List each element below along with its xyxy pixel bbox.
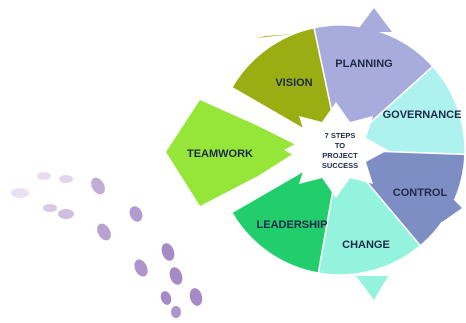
center-text-block: 7 STEPS TO PROJECT SUCCESS bbox=[322, 131, 358, 170]
teamwork-shape bbox=[166, 100, 302, 206]
footprint-icon bbox=[161, 243, 175, 261]
arrow-down-icon bbox=[356, 276, 388, 300]
footprint-icon bbox=[160, 291, 172, 305]
step-label-control: CONTROL bbox=[393, 187, 448, 199]
footprints bbox=[11, 172, 203, 318]
footprint-icon bbox=[37, 172, 51, 180]
center-text-line-2: TO bbox=[335, 141, 345, 150]
footprint-icon bbox=[169, 267, 183, 285]
footprint-icon bbox=[59, 175, 73, 183]
footprint-icon bbox=[91, 177, 105, 195]
footprint-icon bbox=[11, 188, 29, 198]
step-label-vision: VISION bbox=[275, 77, 312, 89]
center-text-line-4: SUCCESS bbox=[322, 161, 358, 170]
footprint-icon bbox=[171, 306, 181, 318]
step-label-leadership: LEADERSHIP bbox=[257, 219, 328, 231]
footprint-icon bbox=[97, 223, 111, 241]
footprint-icon bbox=[189, 288, 203, 306]
step-segments bbox=[230, 24, 466, 276]
center-text-line-3: PROJECT bbox=[322, 151, 358, 160]
center-text-line-1: 7 STEPS bbox=[325, 131, 356, 140]
step-label-change: CHANGE bbox=[342, 239, 390, 251]
step-label-governance: GOVERNANCE bbox=[383, 109, 462, 121]
footprint-icon bbox=[58, 209, 74, 219]
arrow-right-icon bbox=[442, 188, 462, 222]
center-star bbox=[284, 102, 388, 198]
arrow-up-icon bbox=[255, 34, 295, 38]
step-label-planning: PLANNING bbox=[335, 58, 392, 70]
teamwork-arrow: TEAMWORK bbox=[166, 100, 302, 206]
step-label-teamwork: TEAMWORK bbox=[187, 148, 253, 160]
arrow-up-icon bbox=[356, 8, 392, 32]
footprint-icon bbox=[134, 259, 148, 277]
footprint-icon bbox=[43, 204, 57, 212]
arrowheads bbox=[255, 8, 462, 300]
footprint-icon bbox=[129, 206, 143, 222]
